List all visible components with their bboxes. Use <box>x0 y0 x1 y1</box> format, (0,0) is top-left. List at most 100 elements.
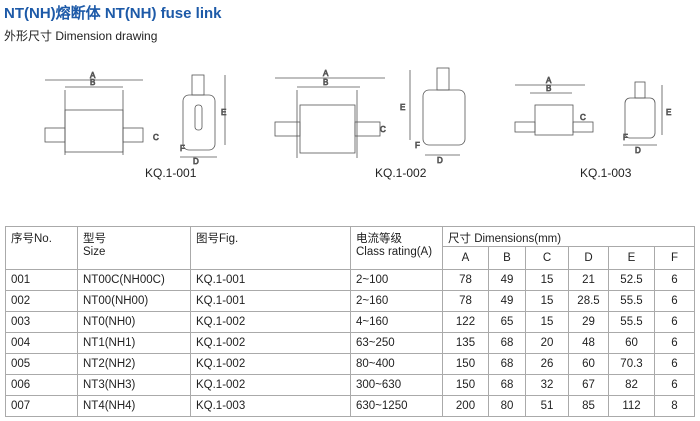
header-no: 序号No. <box>5 226 78 270</box>
header-col-c: C <box>525 246 569 270</box>
cell-size: NT00(NH00) <box>77 290 191 312</box>
dim-label-f: F <box>415 141 420 150</box>
cell-dim-e: 60 <box>608 332 655 354</box>
cell-dim-d: 85 <box>568 395 609 417</box>
cell-dim-a: 78 <box>442 269 489 291</box>
cell-dim-f: 6 <box>654 332 695 354</box>
cell-rating: 300~630 <box>350 374 443 396</box>
cell-fig: KQ.1-001 <box>190 269 351 291</box>
cell-dim-b: 49 <box>488 269 526 291</box>
figure-caption: KQ.1-002 <box>375 166 427 180</box>
cell-dim-f: 6 <box>654 269 695 291</box>
cell-dim-c: 51 <box>525 395 569 417</box>
figure-caption: KQ.1-001 <box>145 166 197 180</box>
cell-dim-d: 60 <box>568 353 609 375</box>
header-size-cn: 型号 <box>83 233 106 245</box>
drawing-kq1-003: A B C E DF <box>514 76 672 155</box>
cell-dim-d: 21 <box>568 269 609 291</box>
cell-dim-c: 15 <box>525 269 569 291</box>
cell-rating: 2~100 <box>350 269 443 291</box>
cell-dim-a: 200 <box>442 395 489 417</box>
cell-size: NT2(NH2) <box>77 353 191 375</box>
cell-dim-f: 6 <box>654 374 695 396</box>
cell-no: 005 <box>5 353 78 375</box>
dim-label-a: A <box>546 76 552 85</box>
dim-label-a: A <box>323 69 329 78</box>
cell-dim-e: 52.5 <box>608 269 655 291</box>
header-col-f: F <box>654 246 695 270</box>
cell-dim-c: 26 <box>525 353 569 375</box>
cell-fig: KQ.1-002 <box>190 353 351 375</box>
dim-label-d: D <box>437 156 443 165</box>
header-rating-en: Class rating(A) <box>356 246 433 258</box>
cell-fig: KQ.1-002 <box>190 332 351 354</box>
cell-fig: KQ.1-002 <box>190 374 351 396</box>
dim-label-c: C <box>580 113 586 122</box>
cell-dim-a: 150 <box>442 353 489 375</box>
cell-rating: 80~400 <box>350 353 443 375</box>
section-subtitle: 外形尺寸 Dimension drawing <box>4 29 158 43</box>
cell-dim-a: 150 <box>442 374 489 396</box>
drawing-kq1-001: A B C E DF <box>44 71 227 165</box>
cell-rating: 4~160 <box>350 311 443 333</box>
dim-label-b: B <box>546 84 551 93</box>
cell-size: NT0(NH0) <box>77 311 191 333</box>
dim-label-e: E <box>400 103 405 112</box>
cell-fig: KQ.1-001 <box>190 290 351 312</box>
dim-label-d: D <box>193 157 199 165</box>
header-col-d: D <box>568 246 609 270</box>
cell-dim-b: 65 <box>488 311 526 333</box>
dim-label-e: E <box>666 108 671 117</box>
cell-dim-c: 20 <box>525 332 569 354</box>
dim-label-b: B <box>90 78 95 87</box>
cell-dim-c: 32 <box>525 374 569 396</box>
dim-label-f: F <box>180 144 185 153</box>
cell-dim-a: 122 <box>442 311 489 333</box>
cell-rating: 63~250 <box>350 332 443 354</box>
cell-no: 002 <box>5 290 78 312</box>
cell-size: NT4(NH4) <box>77 395 191 417</box>
dim-label-f: F <box>623 133 628 142</box>
cell-dim-f: 6 <box>654 290 695 312</box>
cell-dim-a: 135 <box>442 332 489 354</box>
cell-size: NT1(NH1) <box>77 332 191 354</box>
cell-dim-c: 15 <box>525 290 569 312</box>
cell-dim-e: 55.5 <box>608 311 655 333</box>
cell-rating: 2~160 <box>350 290 443 312</box>
cell-dim-c: 15 <box>525 311 569 333</box>
figure-caption: KQ.1-003 <box>580 166 632 180</box>
cell-no: 006 <box>5 374 78 396</box>
dim-label-c: C <box>380 125 386 134</box>
cell-dim-b: 80 <box>488 395 526 417</box>
dim-label-b: B <box>323 78 328 87</box>
cell-dim-d: 48 <box>568 332 609 354</box>
cell-dim-f: 6 <box>654 311 695 333</box>
cell-size: NT3(NH3) <box>77 374 191 396</box>
cell-dim-f: 8 <box>654 395 695 417</box>
cell-dim-f: 6 <box>654 353 695 375</box>
drawing-kq1-002: A B C E D F <box>274 67 466 165</box>
cell-dim-b: 68 <box>488 332 526 354</box>
header-col-b: B <box>488 246 526 270</box>
dim-label-e: E <box>221 108 226 117</box>
cell-dim-d: 29 <box>568 311 609 333</box>
cell-dim-b: 68 <box>488 374 526 396</box>
cell-dim-e: 82 <box>608 374 655 396</box>
cell-dim-b: 68 <box>488 353 526 375</box>
header-col-e: E <box>608 246 655 270</box>
cell-no: 003 <box>5 311 78 333</box>
cell-dim-d: 67 <box>568 374 609 396</box>
header-rating-cn: 电流等级 <box>356 233 402 245</box>
cell-dim-a: 78 <box>442 290 489 312</box>
cell-fig: KQ.1-002 <box>190 311 351 333</box>
